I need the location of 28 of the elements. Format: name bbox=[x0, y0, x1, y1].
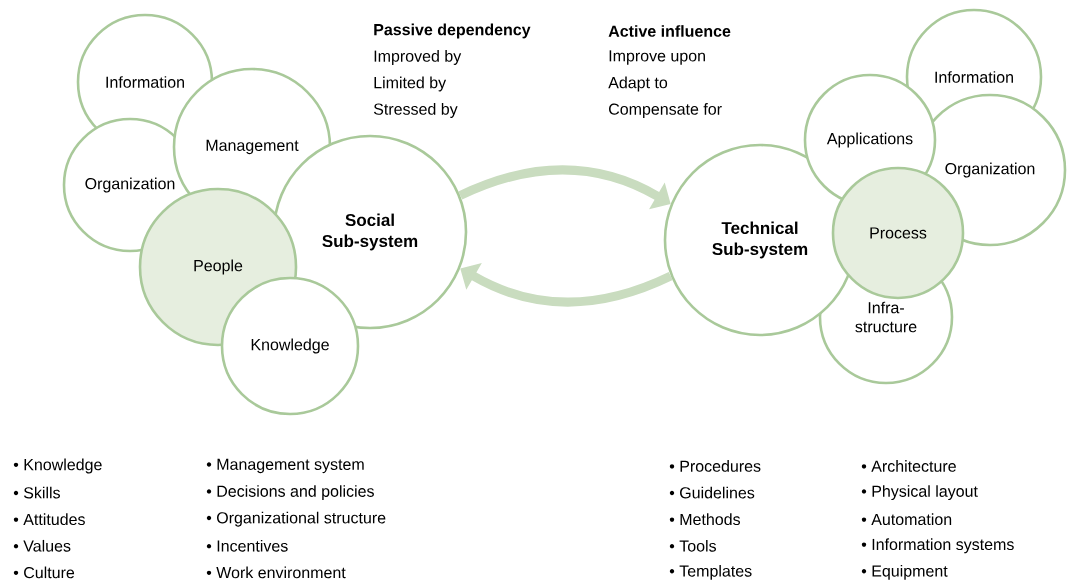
list-item: • Decisions and policies bbox=[206, 485, 374, 501]
relation-text: Improved by bbox=[374, 50, 462, 65]
list-item: • Equipment bbox=[861, 564, 948, 580]
list-item: • Management system bbox=[206, 458, 364, 474]
list-item: • Automation bbox=[861, 513, 952, 526]
relation-text: Stressed by bbox=[373, 103, 458, 118]
list-item: • Knowledge bbox=[13, 458, 102, 474]
relation-text: Compensate for bbox=[609, 103, 722, 118]
list-item: • Guidelines bbox=[669, 486, 755, 499]
list-item: • Culture bbox=[13, 566, 75, 579]
list-item: • Procedures bbox=[669, 460, 761, 472]
heading-text: Passive dependency bbox=[374, 23, 531, 39]
relation-text: Limited by bbox=[374, 76, 447, 92]
list-item: • Templates bbox=[669, 564, 752, 580]
list-item: • Values bbox=[13, 539, 71, 552]
list-item: • Architecture bbox=[861, 460, 956, 472]
heading-text: Active influence bbox=[608, 25, 731, 37]
list-item: • Skills bbox=[13, 486, 60, 499]
list-item: • Work environment bbox=[206, 566, 346, 579]
list-item: • Incentives bbox=[206, 539, 288, 552]
relation-text: Adapt to bbox=[608, 76, 668, 92]
list-item: • Attitudes bbox=[13, 513, 85, 526]
list-item: • Physical layout bbox=[861, 485, 978, 501]
relation-text: Improve upon bbox=[609, 50, 705, 65]
list-item: • Information systems bbox=[861, 538, 1014, 554]
list-item: • Tools bbox=[669, 539, 716, 552]
list-item: • Organizational structure bbox=[206, 511, 386, 527]
list-item: • Methods bbox=[669, 513, 740, 526]
